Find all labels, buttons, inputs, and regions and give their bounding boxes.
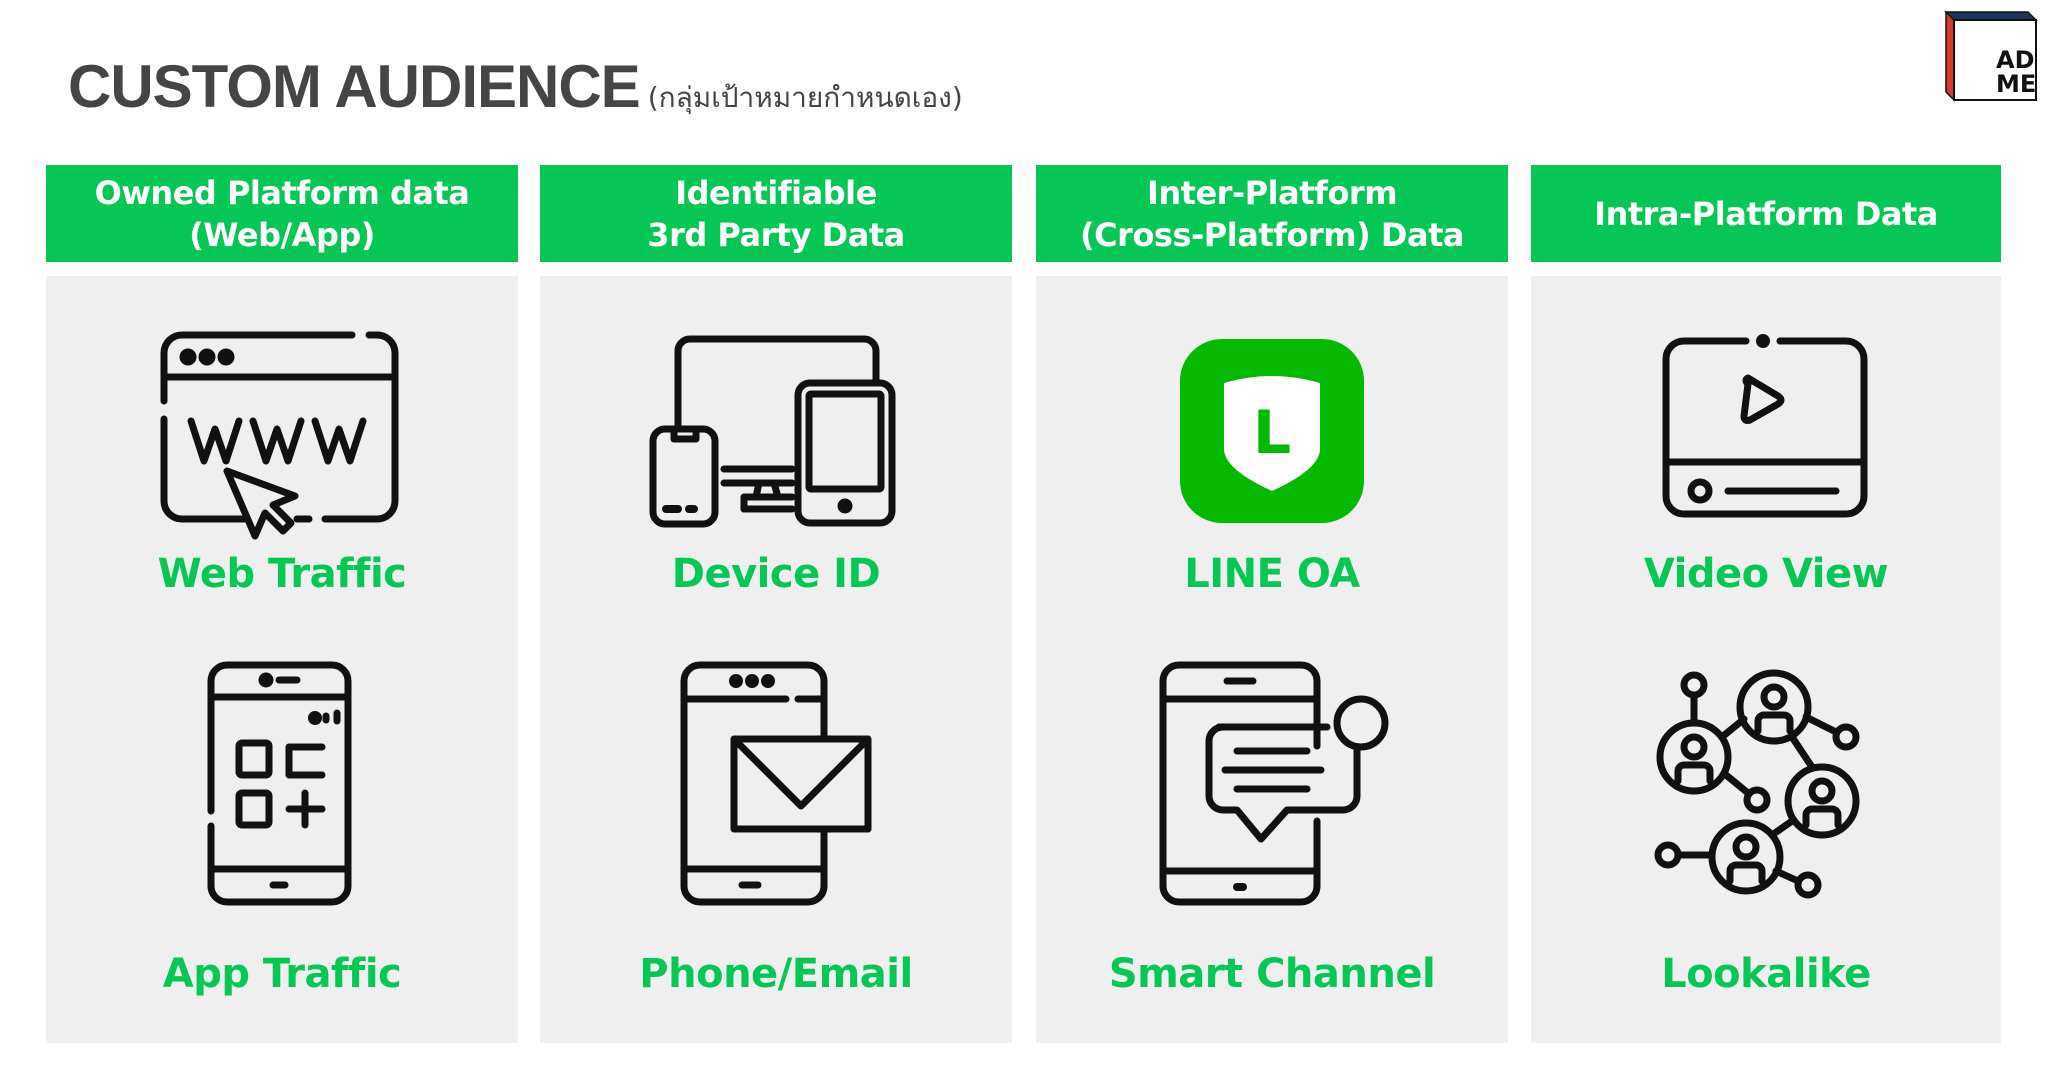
page-title-group: CUSTOM AUDIENCE (กลุ่มเป้าหมายกำหนดเอง) (68, 52, 963, 121)
item-video-view: Video View (1531, 331, 2001, 597)
browser-www-cursor-icon (152, 331, 412, 540)
column-panel: Device ID Phone/Email (540, 276, 1012, 1043)
column-panel: Web Traffic (46, 276, 518, 1043)
column-header: Owned Platform data (Web/App) (46, 165, 518, 262)
item-label: Smart Channel (1108, 951, 1436, 997)
item-web-traffic: Web Traffic (46, 331, 518, 597)
item-label: Lookalike (1661, 951, 1871, 997)
video-player-icon (1636, 331, 1896, 531)
column-identifiable-3rd-party: Identifiable 3rd Party Data (540, 165, 1012, 1043)
svg-text:L: L (1253, 398, 1291, 468)
item-smart-channel: Smart Channel (1036, 661, 1508, 997)
adme-logo-icon: AD ME (1944, 10, 2038, 102)
adme-logo: AD ME (1944, 10, 2038, 102)
item-device-id: Device ID (540, 331, 1012, 597)
column-panel: Video View (1531, 276, 2001, 1043)
item-label: Video View (1643, 551, 1889, 597)
column-owned-platform: Owned Platform data (Web/App) (46, 165, 518, 1043)
page-title: CUSTOM AUDIENCE (68, 53, 641, 120)
item-lookalike: Lookalike (1531, 661, 2001, 997)
multi-device-icon (646, 331, 906, 531)
svg-text:AD: AD (1996, 46, 2035, 74)
item-line-oa: L LINE OA (1036, 331, 1508, 597)
smartphone-apps-icon (152, 661, 412, 911)
item-label: LINE OA (1184, 551, 1360, 597)
item-label: App Traffic (162, 951, 402, 997)
line-oa-shield-icon: L (1142, 331, 1402, 531)
page-subtitle-thai: (กลุ่มเป้าหมายกำหนดเอง) (647, 81, 963, 114)
column-header: Identifiable 3rd Party Data (540, 165, 1012, 262)
item-label: Web Traffic (157, 551, 407, 597)
item-app-traffic: App Traffic (46, 661, 518, 997)
item-label: Phone/Email (639, 951, 913, 997)
item-phone-email: Phone/Email (540, 661, 1012, 997)
column-panel: L LINE OA Smart Chan (1036, 276, 1508, 1043)
column-header: Intra-Platform Data (1531, 165, 2001, 262)
phone-envelope-icon (646, 661, 906, 911)
column-intra-platform: Intra-Platform Data Video View (1531, 165, 2001, 1043)
phone-chat-bubble-icon (1142, 661, 1402, 911)
people-network-icon (1636, 661, 1896, 911)
svg-text:ME: ME (1996, 70, 2036, 98)
item-label: Device ID (671, 551, 881, 597)
column-inter-platform: Inter-Platform (Cross-Platform) Data L L… (1036, 165, 1508, 1043)
column-header: Inter-Platform (Cross-Platform) Data (1036, 165, 1508, 262)
